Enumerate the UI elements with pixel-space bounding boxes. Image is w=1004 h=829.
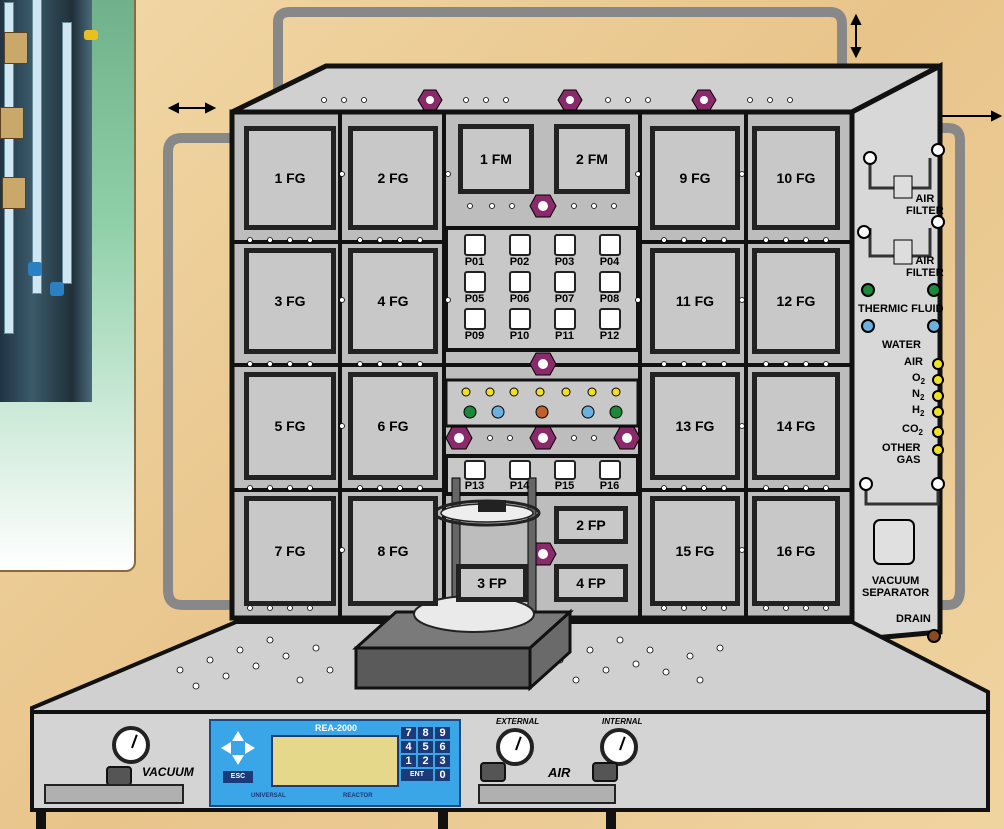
internal-label: INTERNAL [602, 718, 642, 726]
cell-fg: 12 FG [752, 248, 840, 354]
key[interactable]: 8 [418, 727, 433, 739]
nameplate [44, 784, 184, 804]
cell-fg: 2 FG [348, 126, 438, 230]
port[interactable]: P12 [587, 308, 632, 345]
dpad[interactable] [221, 731, 255, 765]
keypad: 7 8 9 4 5 6 1 2 3 ENT 0 [401, 727, 450, 781]
air-filter-label: AIR FILTER [906, 256, 944, 279]
key[interactable]: 1 [401, 755, 416, 767]
cell-fg: 14 FG [752, 372, 840, 480]
brand-label: REA-2000 [315, 723, 357, 733]
cell-fg: 15 FG [650, 496, 740, 606]
cell-fg: 9 FG [650, 126, 740, 230]
o2-label: O2 [912, 373, 925, 387]
port[interactable]: P01 [452, 234, 497, 271]
leg [36, 808, 46, 829]
leg [606, 808, 616, 829]
port[interactable]: P09 [452, 308, 497, 345]
cell-fg: 3 FG [244, 248, 336, 354]
hot-plate-front [356, 648, 530, 688]
port[interactable]: P06 [497, 271, 542, 308]
air-filter-label: AIR FILTER [906, 194, 944, 217]
key[interactable]: 9 [435, 727, 450, 739]
n2-label: N2 [912, 389, 924, 403]
port[interactable]: P13 [452, 460, 497, 492]
vacuum-label: VACUUM [142, 766, 194, 779]
port[interactable]: P15 [542, 460, 587, 492]
enter-key[interactable]: ENT [401, 769, 433, 781]
port[interactable]: P03 [542, 234, 587, 271]
cell-fg: 16 FG [752, 496, 840, 606]
left-handle [168, 138, 236, 605]
cell-fg: 4 FG [348, 248, 438, 354]
key[interactable]: 0 [435, 769, 450, 781]
h2-label: H2 [912, 405, 924, 419]
vacuum-gauge-icon [112, 726, 150, 764]
cell-fp: 2 FP [554, 506, 628, 544]
cell-fg: 7 FG [244, 496, 336, 606]
vacuum-knob[interactable] [106, 766, 132, 786]
port[interactable]: P04 [587, 234, 632, 271]
cell-fg: 5 FG [244, 372, 336, 480]
control-panel: REA-2000 ESC 7 8 9 4 5 6 1 2 3 ENT 0 UNI… [209, 719, 461, 807]
cell-fg: 6 FG [348, 372, 438, 480]
cabinet-top [232, 66, 940, 112]
external-label: EXTERNAL [496, 718, 539, 726]
co2-label: CO2 [902, 424, 923, 438]
gas-valve-strip [446, 380, 638, 426]
external-gauge-icon [496, 728, 534, 766]
cell-fg: 10 FG [752, 126, 840, 230]
port[interactable]: P14 [497, 460, 542, 492]
cell-fg: 1 FG [244, 126, 336, 230]
thermic-fluid-label: THERMIC FLUID [858, 304, 944, 316]
port[interactable]: P02 [497, 234, 542, 271]
drain-label: DRAIN [896, 614, 931, 626]
port[interactable]: P10 [497, 308, 542, 345]
key[interactable]: 6 [435, 741, 450, 753]
cell-fp: 4 FP [554, 564, 628, 602]
internal-air-knob[interactable] [592, 762, 618, 782]
key[interactable]: 3 [435, 755, 450, 767]
port-grid-top: P01 P02 P03 P04 P05 P06 P07 P08 P09 P10 … [452, 234, 632, 346]
cell-fg: 11 FG [650, 248, 740, 354]
air-label: AIR [548, 766, 570, 780]
vacuum-separator-label: VACUUM SEPARATOR [862, 576, 929, 599]
port[interactable]: P16 [587, 460, 632, 492]
leg [438, 808, 448, 829]
port[interactable]: P11 [542, 308, 587, 345]
key[interactable]: 2 [418, 755, 433, 767]
port[interactable]: P08 [587, 271, 632, 308]
esc-button[interactable]: ESC [223, 771, 253, 783]
port[interactable]: P05 [452, 271, 497, 308]
other-gas-label: OTHER GAS [882, 443, 921, 466]
cell-fg: 13 FG [650, 372, 740, 480]
cell-fp: 3 FP [456, 564, 528, 602]
key[interactable]: 5 [418, 741, 433, 753]
water-label: WATER [882, 340, 921, 352]
cell-fm: 1 FM [458, 124, 534, 194]
internal-gauge-icon [600, 728, 638, 766]
nameplate [478, 784, 616, 804]
cell-fg: 8 FG [348, 496, 438, 606]
key[interactable]: 4 [401, 741, 416, 753]
key[interactable]: 7 [401, 727, 416, 739]
lcd-screen [271, 735, 399, 787]
reactor-label: REACTOR [343, 793, 373, 799]
external-air-knob[interactable] [480, 762, 506, 782]
universal-label: UNIVERSAL [251, 793, 286, 799]
cell-fm: 2 FM [554, 124, 630, 194]
port[interactable]: P07 [542, 271, 587, 308]
air-gas-label: AIR [904, 357, 923, 369]
port-grid-bottom: P13 P14 P15 P16 [452, 460, 632, 492]
